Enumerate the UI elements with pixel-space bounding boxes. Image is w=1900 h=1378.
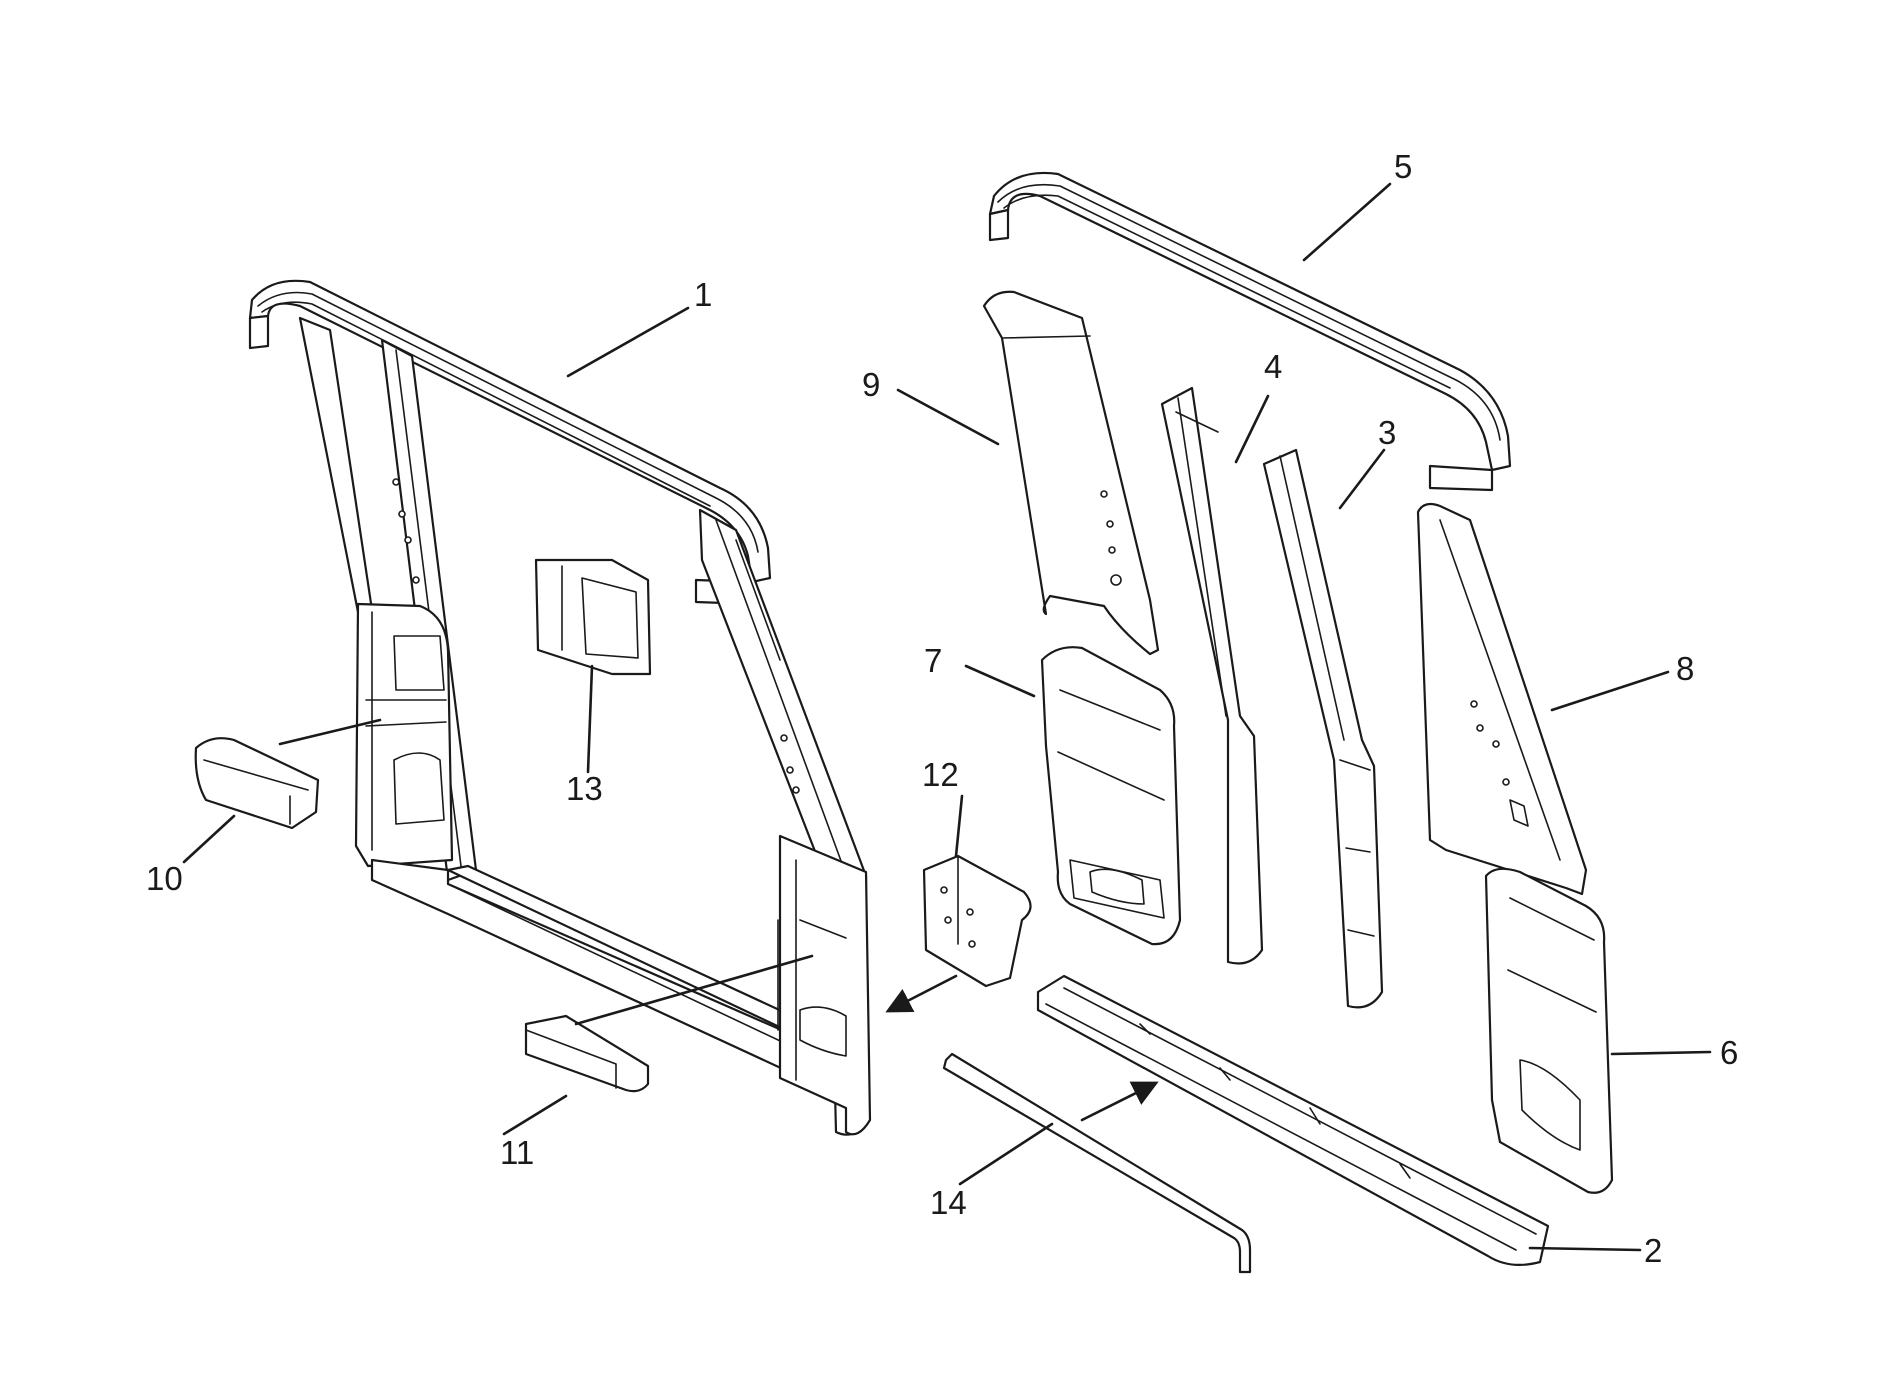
part-9-upper-panel [982,290,1160,656]
part-6-lower-panel [1484,867,1614,1194]
leader-lines [182,182,1712,1252]
callout-8: 8 [1676,650,1694,687]
callout-11: 11 [500,1134,534,1171]
part-11-lower-bracket [524,1014,650,1093]
callout-14: 14 [930,1184,967,1221]
callout-6: 6 [1720,1034,1738,1071]
callout-5: 5 [1394,148,1412,185]
callout-10: 10 [146,860,183,897]
part-13-inner-bracket [534,558,652,676]
callout-2: 2 [1644,1232,1662,1269]
part-8-upper-panel [1416,502,1588,896]
callout-labels: 1 2 3 4 5 6 7 8 9 10 11 12 13 14 [146,148,1738,1269]
part-4-pillar-channel [1160,386,1264,965]
callout-7: 7 [924,642,942,679]
part-7-lower-panel [1040,646,1182,946]
callout-13: 13 [566,770,603,807]
part-3-pillar-channel [1262,448,1384,1009]
part-1-side-frame [248,279,872,1136]
part-12-bracket [922,854,1032,988]
callout-1: 1 [694,276,712,313]
callout-9: 9 [862,366,880,403]
part-10-lower-bracket [194,737,320,830]
callout-4: 4 [1264,348,1282,385]
callout-12: 12 [922,756,959,793]
callout-3: 3 [1378,414,1396,451]
part-5-roof-rail [988,171,1512,492]
part-2-rocker-sill [1036,974,1550,1267]
part-14-rod [942,1052,1252,1274]
